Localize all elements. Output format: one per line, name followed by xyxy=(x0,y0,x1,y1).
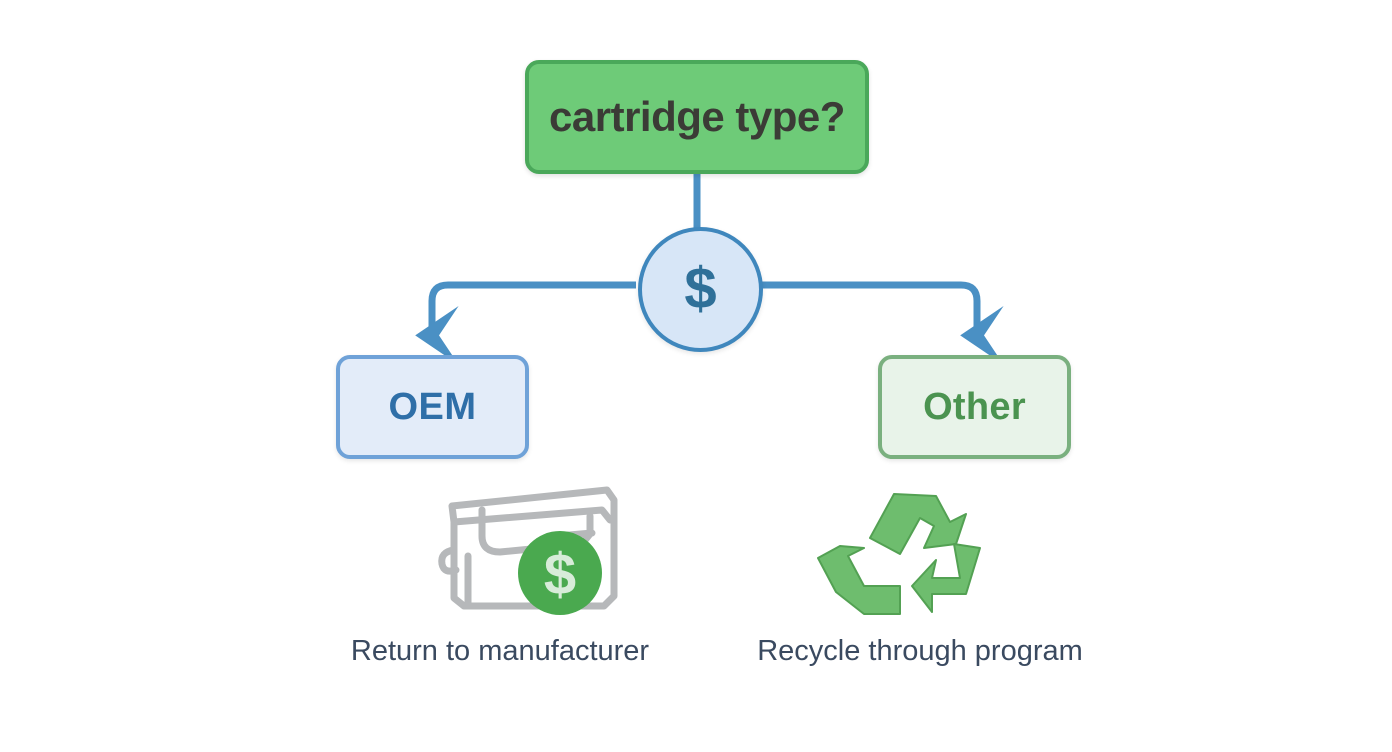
dollar-sign-icon: $ xyxy=(684,255,717,321)
edge-decision-to-other xyxy=(757,281,1004,365)
node-oem-label: OEM xyxy=(388,385,477,428)
node-oem[interactable]: OEM xyxy=(336,355,529,459)
recycle-icon xyxy=(808,482,1013,622)
svg-text:$: $ xyxy=(544,542,576,607)
decision-node-dollar[interactable]: $ xyxy=(638,227,763,352)
caption-recycle-through-program: Recycle through program xyxy=(757,635,1083,667)
edge-decision-to-oem xyxy=(415,281,636,365)
node-cartridge-type[interactable]: cartridge type? xyxy=(525,60,869,174)
caption-return-to-manufacturer: Return to manufacturer xyxy=(350,635,650,667)
node-cartridge-type-label: cartridge type? xyxy=(549,93,845,140)
node-other[interactable]: Other xyxy=(878,355,1071,459)
cartridge-with-money-icon: $ xyxy=(432,478,632,623)
node-other-label: Other xyxy=(923,385,1026,428)
